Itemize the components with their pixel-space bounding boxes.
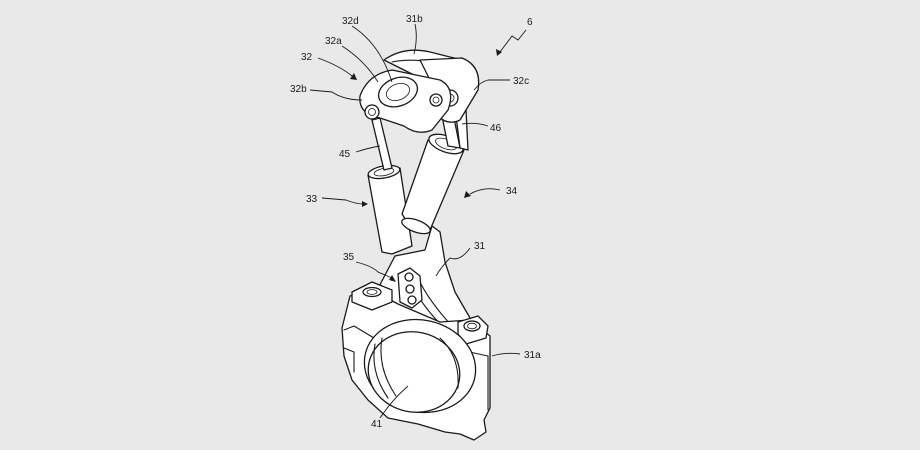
label-34: 34 [506, 186, 518, 197]
label-46: 46 [490, 123, 502, 134]
oil-passage-35 [397, 267, 423, 309]
label-33: 33 [306, 194, 318, 205]
label-32d: 32d [342, 16, 359, 27]
label-35: 35 [343, 252, 355, 263]
crank-bore-41 [363, 318, 477, 414]
label-31: 31 [474, 241, 486, 252]
label-41: 41 [371, 419, 383, 430]
reference-numerals: 6 31b 32d 32a 32 32b 32c 46 45 33 34 31 … [290, 14, 541, 430]
label-6: 6 [527, 17, 533, 28]
label-32a: 32a [325, 36, 342, 47]
label-32c: 32c [513, 76, 529, 87]
label-32b: 32b [290, 84, 307, 95]
leader-lines [309, 23, 527, 419]
cylinder-34 [401, 133, 465, 235]
label-31b: 31b [406, 14, 423, 25]
label-45: 45 [339, 149, 351, 160]
label-31a: 31a [524, 350, 541, 361]
piston-rod-45 [371, 117, 393, 171]
eccentric-member-32 [359, 49, 480, 133]
label-32: 32 [301, 52, 313, 63]
